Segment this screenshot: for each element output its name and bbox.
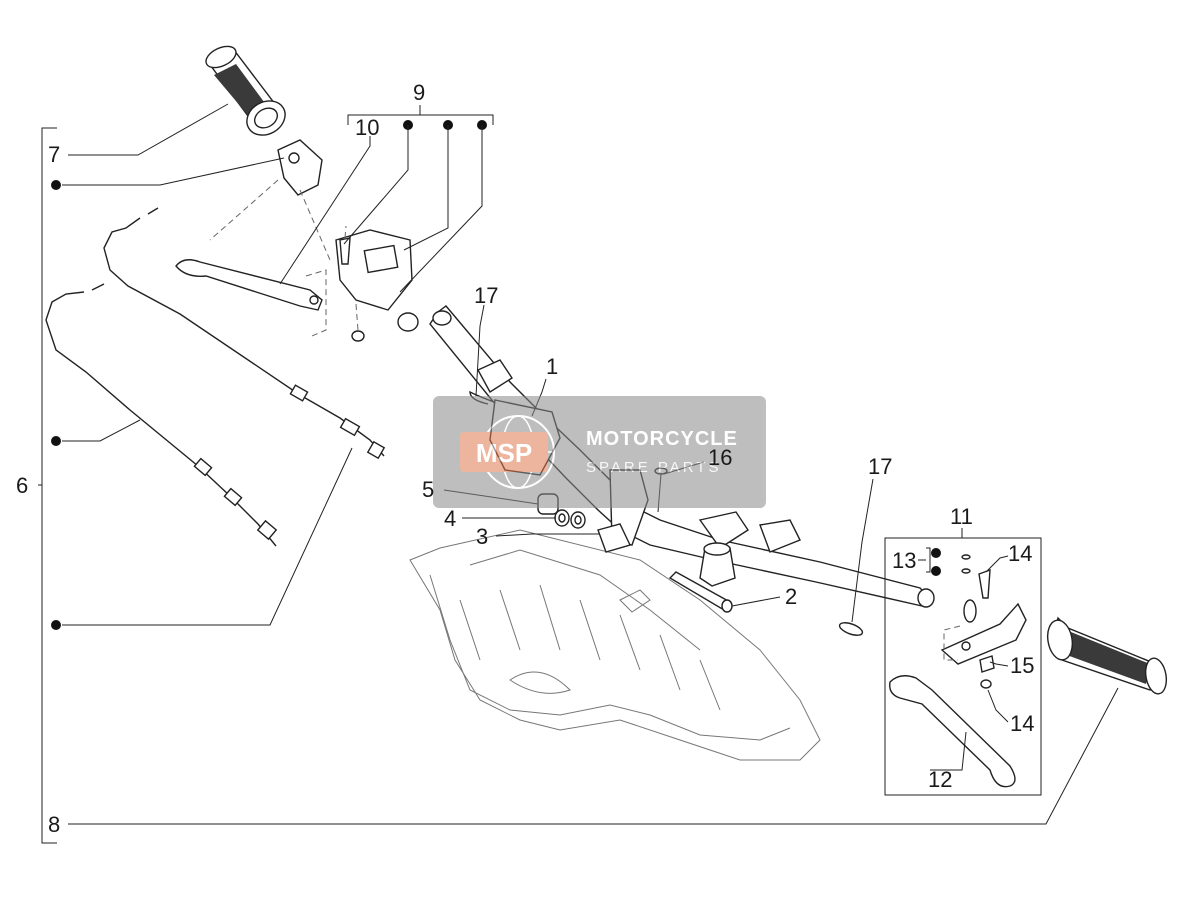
rear-brake-lever-box bbox=[884, 528, 1042, 796]
callout-14-top: 14 bbox=[1008, 541, 1032, 566]
right-grip bbox=[1046, 616, 1168, 695]
callout-1: 1 bbox=[546, 354, 558, 379]
watermark: MSP MOTORCYCLE SPARE PARTS bbox=[433, 396, 766, 508]
group-6-dots bbox=[51, 180, 61, 630]
throttle-housing bbox=[209, 139, 331, 261]
brake-master-cylinder bbox=[335, 225, 419, 342]
callout-12: 12 bbox=[928, 767, 952, 792]
leader-lines bbox=[62, 103, 1119, 825]
callout-16: 16 bbox=[708, 445, 732, 470]
callout-4: 4 bbox=[444, 506, 456, 531]
callout-9: 9 bbox=[413, 80, 425, 105]
watermark-title: MOTORCYCLE bbox=[586, 428, 738, 450]
callout-11: 11 bbox=[950, 504, 973, 529]
front-brake-lever bbox=[175, 259, 327, 337]
left-grip bbox=[205, 45, 286, 136]
watermark-background bbox=[433, 396, 766, 508]
rear-lever-body bbox=[940, 554, 1027, 689]
callout-labels: 1 2 3 4 5 6 7 8 9 10 11 12 13 14 14 15 1… bbox=[16, 80, 1034, 837]
callout-7: 7 bbox=[48, 142, 60, 167]
throttle-cable-lower bbox=[45, 283, 278, 547]
callout-2: 2 bbox=[785, 584, 797, 609]
callout-10: 10 bbox=[355, 115, 379, 140]
watermark-logo-text: MSP bbox=[476, 438, 532, 468]
callout-5: 5 bbox=[422, 477, 434, 502]
callout-17-right: 17 bbox=[868, 454, 892, 479]
callout-13: 13 bbox=[892, 548, 916, 573]
callout-15: 15 bbox=[1010, 653, 1034, 678]
throttle-cable-upper bbox=[103, 207, 386, 460]
watermark-subtitle: SPARE PARTS bbox=[586, 459, 722, 476]
rear-brake-lever bbox=[889, 675, 1016, 788]
callout-8: 8 bbox=[48, 812, 60, 837]
circlip-right bbox=[838, 622, 864, 636]
callout-14-bottom: 14 bbox=[1010, 711, 1034, 736]
callout-6: 6 bbox=[16, 473, 28, 498]
headset-body-shell-outline bbox=[409, 529, 821, 761]
callout-17-left: 17 bbox=[474, 283, 498, 308]
callout-3: 3 bbox=[476, 524, 488, 549]
bracket-group-6 bbox=[38, 127, 57, 844]
